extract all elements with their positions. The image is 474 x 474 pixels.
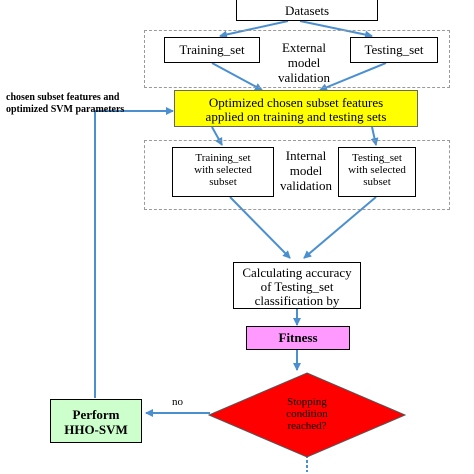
- stopping-condition-line: reached?: [287, 420, 327, 432]
- optimized-subset-box: Optimized chosen subset features applied…: [174, 90, 418, 127]
- arrow-down-icon: [211, 62, 263, 91]
- testing-selected-box: Testing_set with selected subset: [338, 147, 416, 197]
- arrow-down-icon: [299, 20, 373, 39]
- training-selected-line: Training_set: [195, 152, 251, 164]
- external-validation-line: External: [281, 40, 327, 55]
- arrow-down-icon: [219, 20, 289, 39]
- internal-validation-line: validation: [280, 178, 332, 193]
- training-selected-box: Training_set with selected subset: [172, 147, 274, 197]
- no-label: no: [172, 396, 183, 408]
- external-validation-label: External model validation: [264, 40, 344, 85]
- arrow-down-icon: [370, 126, 379, 146]
- perform-line: Perform: [72, 407, 120, 422]
- training-selected-line: with selected: [194, 164, 252, 176]
- stopping-condition-line: condition: [286, 408, 328, 420]
- training-set-box: Training_set: [164, 37, 260, 63]
- datasets-label: Datasets: [284, 3, 330, 18]
- testing-set-box: Testing_set: [350, 37, 438, 63]
- internal-validation-group: [144, 140, 450, 210]
- internal-validation-label: Internal model validation: [272, 148, 340, 193]
- datasets-box: Datasets: [236, 0, 378, 21]
- stopping-condition-line: Stopping: [287, 396, 327, 408]
- optimized-subset-line: applied on training and testing sets: [205, 109, 387, 124]
- testing-selected-line: Testing_set: [352, 152, 402, 164]
- accuracy-line: of Testing_set: [260, 279, 334, 294]
- arrow-down-icon: [229, 196, 291, 259]
- perform-hho-svm-box: Perform HHO-SVM: [50, 399, 142, 443]
- testing-set-label: Testing_set: [364, 42, 424, 57]
- external-validation-group: [144, 30, 450, 88]
- internal-validation-line: Internal: [285, 148, 327, 163]
- external-validation-line: validation: [278, 70, 330, 85]
- training-set-label: Training_set: [179, 42, 245, 57]
- accuracy-line: classification by: [254, 293, 340, 308]
- accuracy-box: Calculating accuracy of Testing_set clas…: [233, 262, 361, 309]
- internal-validation-line: model: [289, 163, 323, 178]
- arrow-down-icon: [211, 126, 223, 146]
- accuracy-line: Calculating accuracy: [242, 265, 352, 280]
- optimized-subset-line: Optimized chosen subset features: [208, 95, 384, 110]
- testing-selected-line: with selected: [348, 164, 406, 176]
- arrow-down-icon: [319, 62, 387, 92]
- perform-line: HHO-SVM: [64, 422, 128, 437]
- arrow-down-icon: [303, 196, 377, 259]
- testing-selected-line: subset: [363, 176, 391, 188]
- stopping-condition-label: Stopping condition reached?: [267, 396, 347, 432]
- side-note-line: optimized SVM parameters: [6, 104, 125, 115]
- fitness-label: Fitness: [278, 330, 318, 345]
- external-validation-line: model: [287, 55, 321, 70]
- fitness-box: Fitness: [246, 326, 350, 350]
- stopping-condition-diamond: [207, 372, 407, 458]
- side-note-line: chosen subset features and: [6, 92, 120, 103]
- side-note: chosen subset features and optimized SVM…: [6, 92, 176, 116]
- training-selected-line: subset: [209, 176, 237, 188]
